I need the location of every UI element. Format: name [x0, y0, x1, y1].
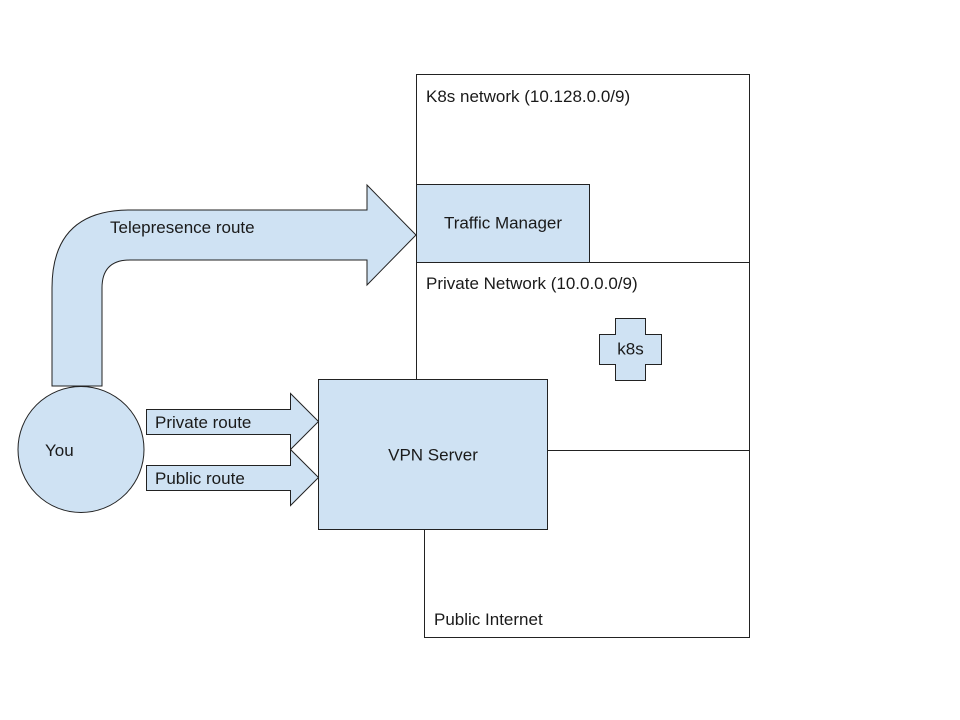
k8s-network-label: K8s network (10.128.0.0/9) [426, 87, 630, 106]
telepresence-route-label: Telepresence route [110, 218, 255, 237]
public-route-label: Public route [155, 469, 245, 488]
traffic-manager-label: Traffic Manager [444, 213, 562, 232]
vpn-server-label: VPN Server [388, 445, 478, 464]
traffic-manager-box [416, 184, 590, 263]
you-circle [17, 386, 145, 513]
private-route-label: Private route [155, 413, 251, 432]
private-network-label: Private Network (10.0.0.0/9) [426, 274, 638, 293]
public-internet-label: Public Internet [434, 610, 543, 629]
vpn-server-box [318, 379, 548, 530]
public-route-arrow [146, 448, 320, 507]
k8s-label: k8s [617, 339, 643, 358]
telepresence-route-arrow [51, 183, 417, 387]
private-route-arrow [146, 392, 320, 451]
you-label: You [45, 441, 74, 460]
k8s-plus-shape [599, 318, 662, 381]
